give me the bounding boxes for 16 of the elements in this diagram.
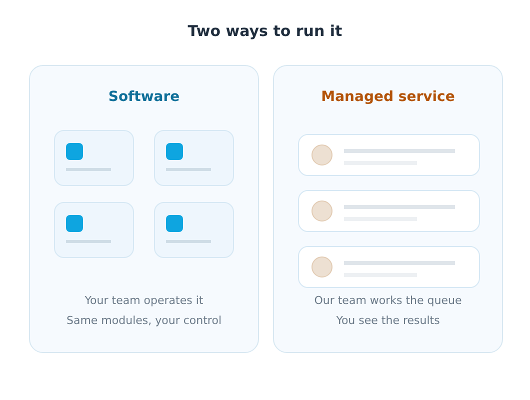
option-panel bbox=[29, 65, 259, 353]
panel-heading: Managed service bbox=[320, 89, 456, 105]
panel-description: You see the results bbox=[335, 314, 441, 327]
queue-item-card bbox=[298, 134, 480, 176]
module-card bbox=[154, 130, 234, 186]
queue-item-card bbox=[298, 190, 480, 232]
module-card bbox=[54, 202, 134, 258]
panel-description: Our team works the queue bbox=[313, 294, 463, 307]
panel-description: Your team operates it bbox=[84, 294, 204, 307]
module-card bbox=[54, 130, 134, 186]
panel-description: Same modules, your control bbox=[65, 314, 222, 327]
diagram-title: Two ways to run it bbox=[186, 22, 344, 40]
option-panel bbox=[273, 65, 503, 353]
panel-heading: Software bbox=[107, 89, 181, 105]
module-card bbox=[154, 202, 234, 258]
queue-item-card bbox=[298, 246, 480, 288]
